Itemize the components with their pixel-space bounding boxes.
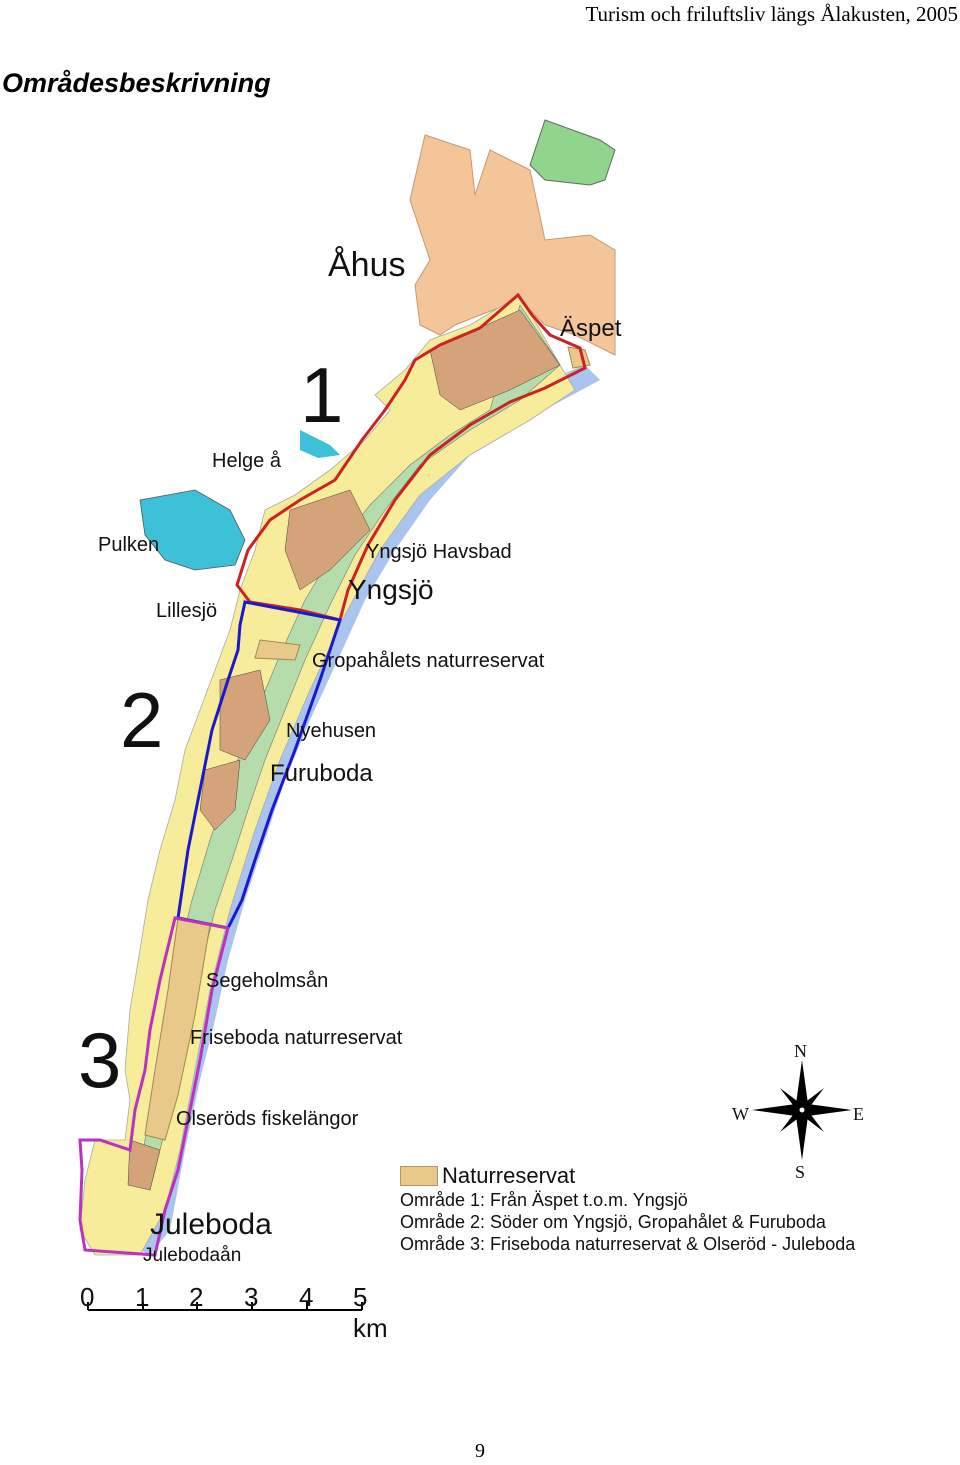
compass-rose [752,1060,852,1160]
label-julebodaan: Julebodaån [143,1245,242,1266]
land-strip [79,294,576,1256]
compass-north: N [794,1041,807,1061]
compass-east: E [853,1104,864,1124]
legend-reserve-entry: Naturreservat [400,1163,855,1189]
label-ahus: Åhus [328,246,406,284]
coastal-map [78,119,852,1311]
label-pulken: Pulken [98,534,160,556]
page-number: 9 [475,1440,485,1462]
map-figure: Åhus Äspet Helge å Pulken Lillesjö Yngsj… [0,110,960,1343]
town-area [409,134,616,356]
lake-pulken [139,489,246,571]
legend-area-1: Område 1: Från Äspet t.o.m. Yngsjö [400,1190,688,1210]
scale-tick: 3 [244,1282,259,1312]
reserve-gropahalet [254,639,301,661]
section-title: Områdesbeskrivning [2,68,271,98]
legend-area-3: Område 3: Friseboda naturreservat & Olse… [400,1234,856,1254]
label-helge-a: Helge å [212,450,281,472]
label-lillesjo: Lillesjö [156,600,218,622]
river-helge-a [300,430,340,458]
label-yngsjo-havsbad: Yngsjö Havsbad [366,541,512,563]
legend-area-2: Område 2: Söder om Yngsjö, Gropahålet & … [400,1212,826,1232]
label-aspet: Äspet [560,315,622,342]
scale-tick: 5 km [353,1282,388,1343]
label-furuboda: Furuboda [270,760,373,787]
scale-tick: 1 [135,1282,150,1312]
built-up-areas [127,309,561,1191]
label-segeholmsan: Segeholmsån [206,970,329,992]
reserve-friseboda [144,917,211,1141]
zone-number-1: 1 [300,351,344,439]
scale-tick: 4 [299,1282,314,1312]
running-header: Turism och friluftsliv längs Ålakusten, … [585,2,958,26]
label-olserod: Olseröds fiskelängor [176,1108,359,1130]
legend-swatch [400,1166,438,1186]
legend-swatch-label: Naturreservat [442,1163,576,1188]
label-nyehusen: Nyehusen [286,720,377,742]
scale-tick: 2 [189,1282,204,1312]
map-legend: Naturreservat Område 1: Från Äspet t.o.m… [400,1163,855,1255]
zone-number-2: 2 [120,676,164,764]
label-yngsjo: Yngsjö [348,574,434,605]
label-friseboda: Friseboda naturreservat [190,1027,403,1049]
label-gropahalet: Gropahålets naturreservat [312,650,545,672]
zone-number-3: 3 [78,1016,122,1104]
park-area [529,119,616,186]
zone3-boundary [78,916,230,1257]
compass-west: W [732,1104,749,1124]
scale-bar [87,1302,363,1311]
label-juleboda: Juleboda [150,1208,272,1241]
scale-tick: 0 [80,1282,95,1312]
compass-south: S [795,1162,806,1182]
